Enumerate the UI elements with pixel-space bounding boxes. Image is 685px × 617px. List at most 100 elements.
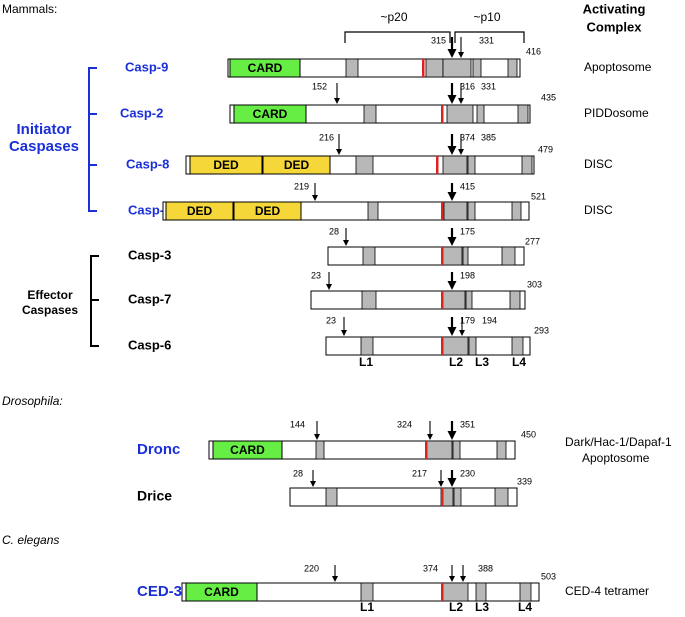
drice-cleavage-arrow-2-head (438, 481, 444, 487)
dronc-domain-label-1: CARD (230, 443, 265, 457)
celegans-header: C. elegans (2, 533, 59, 547)
casp-6-label: Casp-6 (128, 337, 171, 352)
drice-label: Drice (137, 488, 172, 504)
ced3-loop-label-l3: L3 (475, 600, 489, 614)
casp-8-cleavage-arrow-1-head (336, 149, 342, 155)
dronc-domain-1 (212, 440, 283, 460)
drice-loop-block-4 (494, 487, 509, 507)
casp-9-loop-block-2 (425, 58, 444, 78)
casp-3-loop-block-3 (462, 246, 469, 266)
drice-loop-block-3 (453, 487, 462, 507)
casp-2-domain-label-1: CARD (253, 107, 288, 121)
drice-cleavage-pos-3: 230 (460, 468, 475, 478)
ced-3-complex: CED-4 tetramer (565, 584, 649, 598)
casp-2-length: 435 (541, 92, 556, 102)
casp-3-catalytic-mark (441, 247, 444, 265)
casp-2-cleavage-pos-1: 152 (312, 81, 327, 91)
casp6-loop-label-l4: L4 (512, 355, 526, 369)
casp-8-domain-label-1: DED (213, 158, 239, 172)
casp-9-loop-block-1 (345, 58, 359, 78)
initiator-label-line1: Initiator (17, 121, 72, 138)
casp-7-cleavage-pos-1: 23 (311, 270, 321, 280)
casp-6-loop-block-2 (442, 336, 469, 356)
casp-8-cleavage-pos-2: 374 (460, 132, 475, 142)
casp-2-cleavage-arrow-2-head (447, 95, 457, 104)
casp-9-domain-1 (229, 58, 301, 78)
casp-9-cleavage-arrow-1-head (447, 49, 457, 58)
casp-6-catalytic-mark (441, 337, 444, 355)
p10-label: ~p10 (473, 10, 500, 24)
casp-8-catalytic-mark (436, 156, 439, 174)
complex-header: Complex (587, 19, 643, 34)
ced-3-catalytic-mark (441, 583, 444, 601)
casp-7-loop-block-2 (442, 290, 466, 310)
casp-9-loop-block-3 (442, 58, 472, 78)
casp-6-loop-block-1 (360, 336, 374, 356)
casp-10-length: 521 (531, 191, 546, 201)
ced3-loop-label-l4: L4 (518, 600, 532, 614)
casp-7-bar (310, 290, 526, 310)
casp-6-cleavage-arrow-1-head (341, 330, 347, 336)
casp-9-loop-block-5 (507, 58, 518, 78)
casp-6-cleavage-arrow-3-head (459, 330, 465, 336)
drice-cleavage-arrow-3-head (447, 478, 457, 487)
casp-10-domain-2 (233, 201, 302, 221)
ced3-loop-label-l2: L2 (449, 600, 463, 614)
casp-3-cleavage-pos-2: 175 (460, 226, 475, 236)
ced-3-cleavage-arrow-1-head (332, 576, 338, 582)
dronc-cleavage-arrow-1-head (314, 434, 320, 440)
casp-10-cleavage-arrow-1-head (312, 195, 318, 201)
ced-3-cleavage-arrow-3-head (460, 576, 466, 582)
casp-2-label: Casp-2 (120, 105, 163, 120)
casp-8-domain-2 (262, 155, 331, 175)
drice-cleavage-pos-2: 217 (412, 468, 427, 478)
casp-10-catalytic-mark (441, 202, 444, 220)
drice-cleavage-pos-1: 28 (293, 468, 303, 478)
ced-3-cleavage-pos-2: 374 (423, 563, 438, 573)
dronc-loop-block-3 (452, 440, 461, 460)
casp-3-cleavage-arrow-2-head (447, 237, 457, 246)
casp-8-cleavage-arrow-3-head (458, 149, 464, 155)
dronc-cleavage-pos-2: 324 (397, 419, 412, 429)
casp-6-length: 293 (534, 325, 549, 335)
p20-bracket (344, 31, 451, 43)
p20-label: ~p20 (380, 10, 407, 24)
casp-10-loop-block-1 (367, 201, 379, 221)
casp-10-domain-label-2: DED (255, 204, 281, 218)
drice-length: 339 (517, 476, 532, 486)
casp-2-loop-block-4 (517, 104, 529, 124)
casp-2-domain-1 (233, 104, 307, 124)
casp-10-cleavage-arrow-2-head (447, 192, 457, 201)
casp-7-cleavage-pos-2: 198 (460, 270, 475, 280)
casp-7-loop-block-4 (509, 290, 521, 310)
ced-3-loop-block-1 (360, 582, 374, 602)
casp-8-loop-block-4 (521, 155, 533, 175)
casp-8-loop-block-1 (355, 155, 374, 175)
casp-8-label: Casp-8 (126, 156, 169, 171)
casp-10-cleavage-pos-2: 415 (460, 181, 475, 191)
p10-bracket (454, 31, 525, 43)
effector-label-line2: Caspases (22, 303, 78, 317)
casp-8-domain-1 (189, 155, 263, 175)
ced-3-loop-block-4 (519, 582, 532, 602)
casp-8-cleavage-pos-3: 385 (481, 132, 496, 142)
activating-header: Activating (583, 1, 646, 16)
casp-8-complex: DISC (584, 157, 613, 171)
casp-3-length: 277 (525, 236, 540, 246)
casp-10-cleavage-pos-1: 219 (294, 181, 309, 191)
dronc-catalytic-mark (425, 441, 428, 459)
dronc-loop-block-4 (496, 440, 507, 460)
casp-8-length: 479 (538, 144, 553, 154)
ced-3-length: 503 (541, 571, 556, 581)
casp-6-cleavage-arrow-2-head (447, 327, 457, 336)
ced3-loop-label-l1: L1 (360, 600, 374, 614)
effector-label-line1: Effector (27, 288, 73, 302)
casp-8-loop-block-2 (442, 155, 468, 175)
casp-6-cleavage-pos-3: 194 (482, 315, 497, 325)
casp-8-cleavage-pos-1: 216 (319, 132, 334, 142)
casp-3-loop-block-1 (362, 246, 376, 266)
casp-3-cleavage-arrow-1-head (343, 240, 349, 246)
dronc-cleavage-pos-1: 144 (290, 419, 305, 429)
